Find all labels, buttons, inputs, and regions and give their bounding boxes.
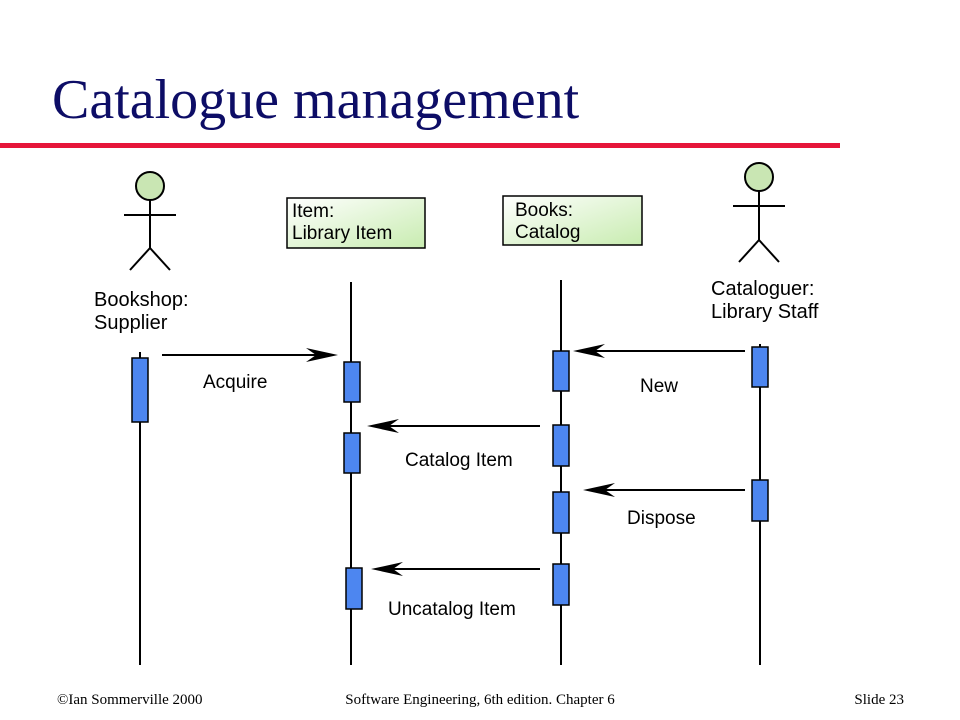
object-box <box>286 197 426 249</box>
message-catalog-item: Catalog Item <box>367 419 540 471</box>
footer-book: Software Engineering, 6th edition. Chapt… <box>345 692 615 708</box>
activations <box>131 346 769 610</box>
arrowhead <box>583 483 615 497</box>
object-class: Library Item <box>292 223 392 244</box>
actor-role: Supplier <box>94 312 168 334</box>
actor-supplier: Bookshop: Supplier <box>94 171 189 334</box>
footer-slide-number: Slide 23 <box>854 692 904 708</box>
object-books: Books: Catalog <box>502 195 643 246</box>
actor-role: Library Staff <box>711 301 819 323</box>
actor-head <box>744 162 774 192</box>
activation-box <box>345 567 363 610</box>
activation-box <box>751 346 769 388</box>
activation-box <box>751 479 769 522</box>
object-name: Item: <box>292 201 334 222</box>
arrowhead <box>573 344 605 358</box>
arrowhead <box>306 348 338 362</box>
activation-box <box>343 432 361 474</box>
message-label: Uncatalog Item <box>388 599 516 620</box>
object-class: Catalog <box>515 222 581 243</box>
activation-box <box>131 357 149 423</box>
activation-box <box>343 361 361 403</box>
message-label: Acquire <box>203 372 267 393</box>
actor-head <box>135 171 165 201</box>
arrowhead <box>367 419 399 433</box>
message-dispose: Dispose <box>583 483 745 529</box>
message-label: Catalog Item <box>405 450 513 471</box>
actor-name: Bookshop: <box>94 289 189 311</box>
footer-copyright: ©Ian Sommerville 2000 <box>57 692 203 708</box>
title-rule <box>0 143 840 148</box>
object-name: Books: <box>515 200 573 221</box>
actor-cataloguer: Cataloguer: Library Staff <box>711 162 819 323</box>
message-uncatalog-item: Uncatalog Item <box>371 562 540 620</box>
activation-box <box>552 563 570 606</box>
object-box <box>502 195 643 246</box>
object-item: Item: Library Item <box>286 197 426 249</box>
arrowhead <box>371 562 403 576</box>
actor-name: Cataloguer: <box>711 278 814 300</box>
activation-box <box>552 491 570 534</box>
message-acquire: Acquire <box>162 348 338 393</box>
activation-box <box>552 424 570 467</box>
activation-box <box>552 350 570 392</box>
message-label: New <box>640 376 678 397</box>
slide-title: Catalogue management <box>52 69 580 131</box>
message-new: New <box>573 344 745 397</box>
message-label: Dispose <box>627 508 696 529</box>
